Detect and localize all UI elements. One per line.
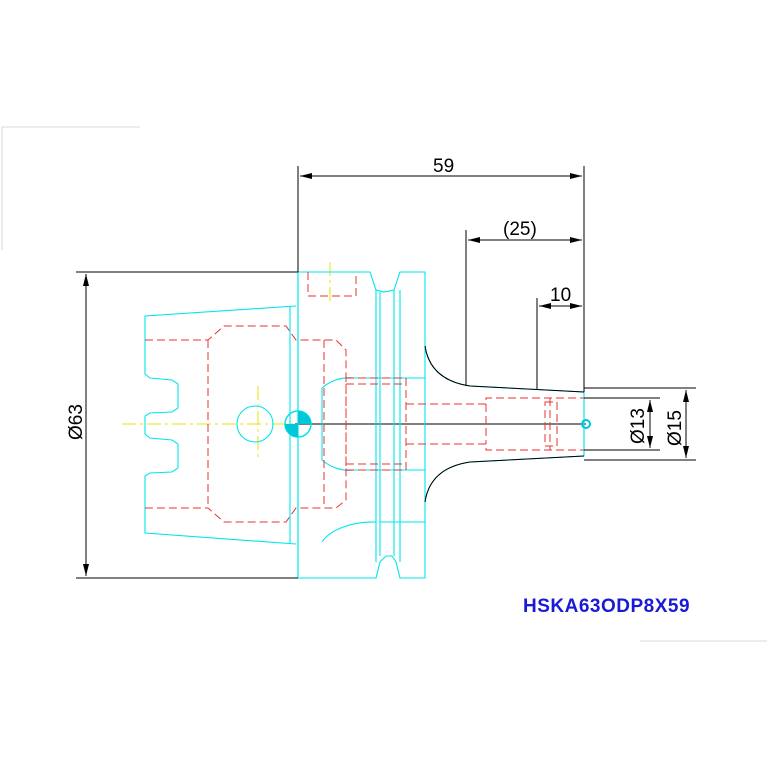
dimension-flange-diameter [76,271,298,579]
profile-edge [424,345,585,393]
dim-label-10: 10 [550,285,571,306]
profile-edge-lower [424,455,585,503]
dimension-bore-depth [465,230,582,386]
dimension-tip-length [536,298,582,389]
dim-label-25: (25) [503,219,537,240]
dimension-overall-length [297,166,585,392]
dimension-inner-diameter [584,397,660,451]
sheet-frame [1,126,767,642]
tool-body-outline [144,271,585,579]
dim-label-d63: Ø63 [66,404,87,440]
centerline [122,262,331,460]
hidden-lines [145,272,584,523]
model-code-label: HSKA63ODP8X59 [523,596,691,617]
center-marker [284,410,591,438]
dimension-outer-diameter [584,387,696,461]
dim-label-59: 59 [433,156,454,177]
dim-label-d13: Ø13 [628,408,649,444]
dim-label-d15: Ø15 [665,410,686,446]
